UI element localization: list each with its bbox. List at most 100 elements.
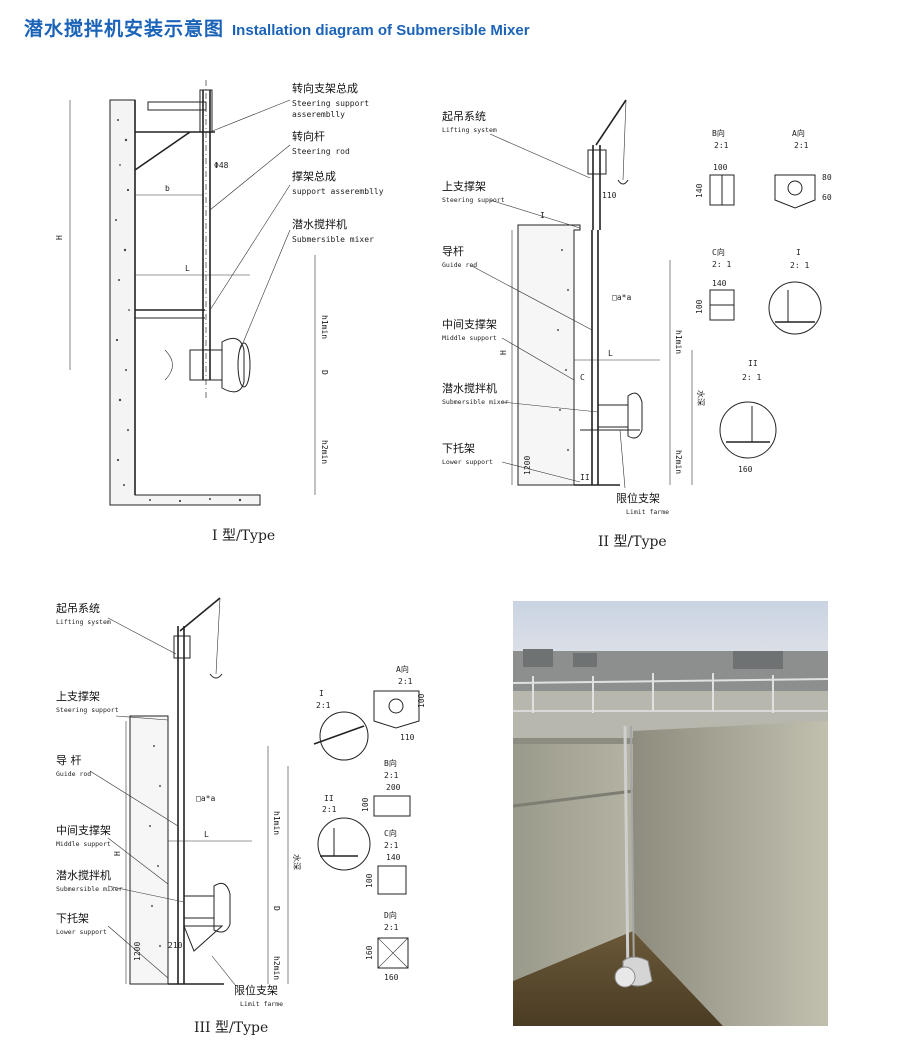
svg-text:II: II (324, 794, 334, 803)
type2-mixer (580, 392, 643, 439)
type2-dim-1200: 1200 (523, 456, 532, 475)
svg-text:B向: B向 (384, 758, 397, 768)
type2-caption: II 型/Type (598, 534, 667, 550)
type1-dim-b: b (165, 184, 170, 193)
type1-label-mixer-en: Submersible mixer (292, 235, 374, 244)
svg-text:2:1: 2:1 (384, 771, 399, 780)
svg-text:I: I (796, 248, 801, 257)
type3-label-lower-cn: 下托架 (56, 911, 89, 925)
svg-text:2:1: 2:1 (322, 805, 337, 814)
type3-dim-D: D (272, 906, 281, 911)
svg-text:D向: D向 (384, 910, 397, 920)
type3-lifting-system (173, 597, 223, 721)
type3-detail-I: I 2:1 (313, 689, 369, 761)
type2-label-mixer-en: Submersible mixer (442, 398, 509, 406)
type3-label-lifting-en: Lifting system (56, 618, 111, 626)
svg-text:I: I (319, 689, 324, 698)
type2-label-lower-en: Lower support (442, 458, 493, 466)
type2-detail-I: I 2: 1 (768, 248, 822, 335)
svg-text:160: 160 (738, 465, 753, 474)
type2-dim-H: H (499, 350, 508, 355)
svg-text:2:1: 2:1 (398, 677, 413, 686)
svg-text:100: 100 (417, 693, 426, 708)
svg-text:2: 1: 2: 1 (742, 373, 761, 382)
svg-text:2:1: 2:1 (384, 923, 399, 932)
type3-label-upper-en: Steering support (56, 706, 119, 714)
svg-text:160: 160 (365, 945, 374, 960)
svg-text:100: 100 (713, 163, 728, 172)
type1-wall (109, 99, 261, 506)
type1-label-support-assembly-en: support asseremblly (292, 187, 384, 196)
type1-label-steering-rod-cn: 转向杆 (292, 129, 325, 143)
type3-dim-h2: h2min (272, 956, 281, 980)
type1-label-steering-support-en2: asseremblly (292, 110, 345, 119)
type2-dim-L: L (608, 349, 613, 358)
svg-text:110: 110 (400, 733, 415, 742)
tank-photo-illustration (513, 601, 828, 1026)
type1-caption: I 型/Type (212, 528, 275, 544)
svg-text:100: 100 (361, 797, 370, 812)
type2-dim-h1: h1min (674, 330, 683, 354)
type2-label-lifting-cn: 起吊系统 (442, 110, 486, 123)
type3-detail-C: C向 2:1 140 100 (365, 828, 407, 895)
svg-text:A向: A向 (792, 128, 805, 138)
type3-label-lifting-cn: 起吊系统 (56, 602, 100, 615)
type2-lifting-system (587, 99, 629, 230)
type1-dim-h1: h1min (320, 315, 329, 339)
svg-text:60: 60 (822, 193, 832, 202)
installation-photo (513, 601, 828, 1026)
type2-label-guide-en: Guide rod (442, 261, 477, 269)
type3-label-limit-cn: 限位支架 (234, 983, 278, 997)
svg-text:C向: C向 (712, 247, 725, 257)
svg-text:2:1: 2:1 (316, 701, 331, 710)
type1-label-steering-support-en: Steering support (292, 99, 369, 108)
type1-diagram: H b L Φ48 h1min D h2min 转向支架总成 Steering … (55, 80, 384, 544)
type1-dim-D: D (320, 370, 329, 375)
type2-label-limit-en: Limit farme (626, 508, 669, 516)
svg-text:100: 100 (695, 299, 704, 314)
type2-label-guide-cn: 导杆 (442, 244, 464, 258)
type3-mixer (183, 882, 231, 952)
type3-guide-rod (177, 721, 185, 984)
type2-label-limit-cn: 限位支架 (616, 491, 660, 505)
type3-label-middle-en: Middle support (56, 840, 111, 848)
type1-label-mixer-cn: 潜水搅拌机 (292, 217, 347, 231)
svg-text:B向: B向 (712, 128, 725, 138)
type2-dim-110: 110 (602, 191, 617, 200)
type3-caption: III 型/Type (194, 1020, 268, 1036)
type3-dim-water: 水深 (292, 854, 302, 870)
svg-text:140: 140 (712, 279, 727, 288)
type2-diagram: H 1200 I 110 □a*a L C II h1min h2min 水深 … (442, 99, 832, 550)
type3-dim-sq: □a*a (196, 794, 215, 803)
type2-label-middle-cn: 中间支撑架 (442, 317, 497, 331)
svg-text:140: 140 (695, 183, 704, 198)
svg-text:A向: A向 (396, 664, 409, 674)
type3-detail-II: II 2:1 (317, 794, 371, 871)
type3-label-upper-cn: 上支撑架 (56, 689, 100, 703)
type3-detail-D: D向 2:1 160 160 (365, 910, 409, 982)
type3-dim-210: 210 (168, 941, 183, 950)
type2-label-mixer-cn: 潜水搅拌机 (442, 381, 497, 395)
type2-detail-A: A向 2:1 80 60 (774, 128, 832, 209)
type1-dim-H: H (55, 235, 64, 240)
svg-text:2:1: 2:1 (714, 141, 729, 150)
type3-detail-B: B向 2:1 200 100 (361, 758, 411, 817)
type1-dim-phi: Φ48 (214, 161, 229, 170)
type1-dim-L: L (185, 264, 190, 273)
svg-text:2: 1: 2: 1 (712, 260, 731, 269)
svg-text:200: 200 (386, 783, 401, 792)
type2-detail-B: B向 2:1 100 140 (695, 128, 735, 206)
type2-dim-water: 水深 (696, 390, 706, 406)
type2-dim-h2: h2min (674, 450, 683, 474)
type3-dim-H: H (113, 851, 122, 856)
type2-dim-C: C (580, 373, 585, 382)
type3-label-guide-en: Guide rod (56, 770, 91, 778)
type3-dim-L: L (204, 830, 209, 839)
type1-mixer (164, 337, 251, 393)
type3-label-middle-cn: 中间支撑架 (56, 823, 111, 837)
type2-detail-II: II 2: 1 160 (719, 359, 777, 474)
type2-label-upper-en: Steering support (442, 196, 505, 204)
type3-dim-h1: h1min (272, 811, 281, 835)
type3-label-lower-en: Lower support (56, 928, 107, 936)
type2-dim-sq: □a*a (612, 293, 631, 302)
